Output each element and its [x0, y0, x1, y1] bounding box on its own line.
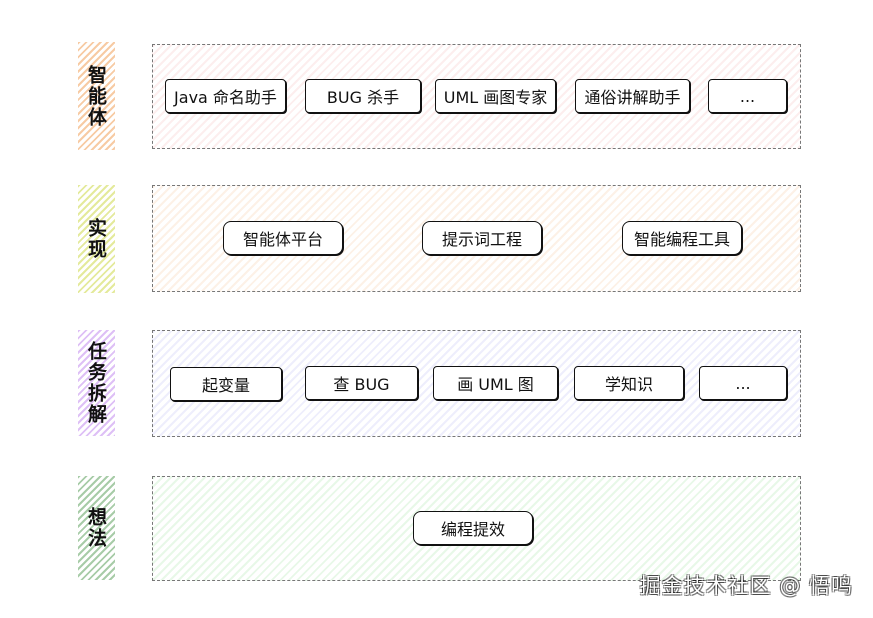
- node-prompt-engineering: 提示词工程: [422, 221, 542, 255]
- row-label-implementation: 实现: [78, 185, 115, 293]
- row-label-agents: 智能体: [78, 42, 115, 150]
- row-label-text: 任务拆解: [85, 341, 107, 425]
- node-agent-platform: 智能体平台: [223, 221, 343, 255]
- row-label-text: 智能体: [85, 64, 107, 128]
- node-coding-efficiency: 编程提效: [413, 511, 533, 545]
- row-label-task-breakdown: 任务拆解: [78, 330, 115, 436]
- row-label-text: 想法: [85, 507, 107, 549]
- node-find-bugs: 查 BUG: [305, 366, 418, 400]
- node-learn-knowledge: 学知识: [574, 366, 684, 400]
- node-plain-explainer: 通俗讲解助手: [575, 79, 690, 113]
- node-java-naming-assistant: Java 命名助手: [165, 79, 286, 113]
- node-naming-variables: 起变量: [170, 367, 282, 401]
- node-draw-uml: 画 UML 图: [433, 366, 558, 400]
- row-label-idea: 想法: [78, 476, 115, 580]
- node-uml-expert: UML 画图专家: [435, 79, 556, 113]
- node-ai-coding-tools: 智能编程工具: [622, 221, 742, 255]
- node-bug-killer: BUG 杀手: [305, 79, 421, 113]
- row-label-text: 实现: [85, 218, 107, 260]
- node-more-tasks: ...: [699, 366, 787, 400]
- watermark: 掘金技术社区 @ 悟鸣: [639, 574, 853, 598]
- node-more-agents: ...: [708, 79, 787, 113]
